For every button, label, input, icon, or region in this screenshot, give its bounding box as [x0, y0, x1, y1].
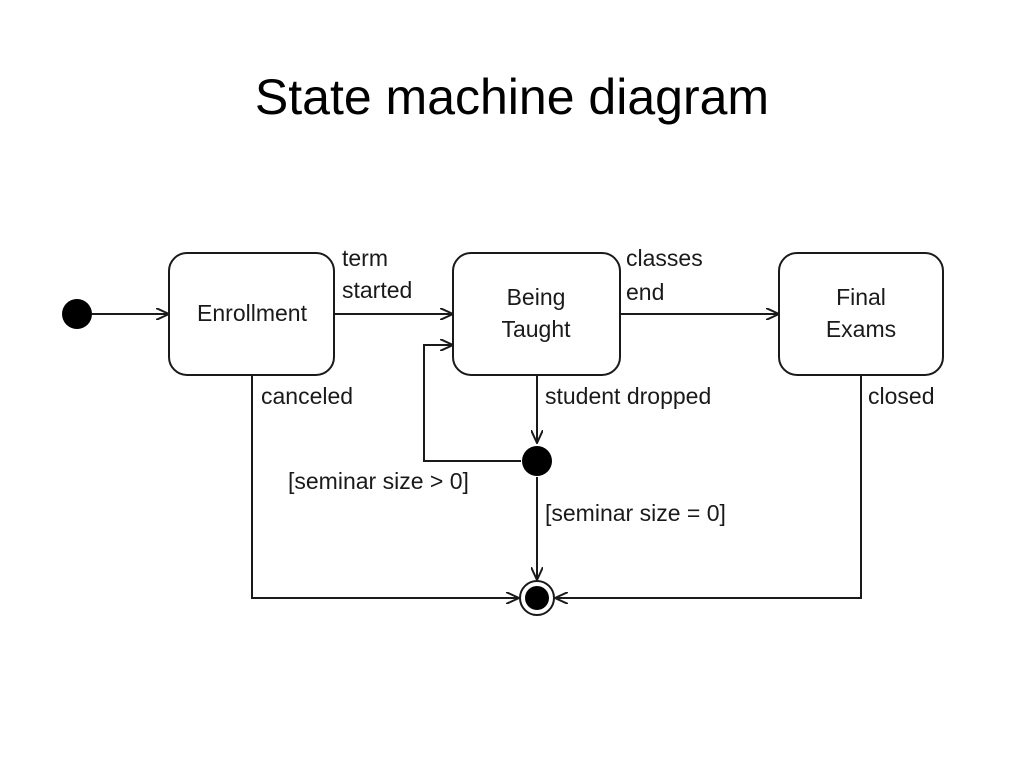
state-final-exams-label-line2: Exams	[826, 316, 896, 342]
label-canceled: canceled	[261, 383, 353, 409]
edge-closed	[555, 375, 862, 598]
state-being-taught-label-line1: Being	[507, 284, 566, 310]
state-final-exams-label-line1: Final	[836, 284, 886, 310]
label-classes-end-line1: classes	[626, 245, 703, 271]
label-guard-size-gt-zero: [seminar size > 0]	[288, 468, 469, 494]
label-guard-size-eq-zero: [seminar size = 0]	[545, 500, 726, 526]
edge-size-gt-zero-loop	[423, 345, 521, 462]
state-final-exams	[778, 252, 944, 376]
slide-title: State machine diagram	[254, 69, 770, 125]
label-student-dropped: student dropped	[545, 383, 711, 409]
state-enrollment	[168, 252, 335, 376]
label-term-started-line2: started	[342, 277, 412, 303]
final-state-node-core	[525, 586, 549, 610]
label-term-started-line1: term	[342, 245, 388, 271]
state-enrollment-label: Enrollment	[197, 300, 308, 326]
decision-node	[522, 446, 552, 476]
state-being-taught-label-line2: Taught	[501, 316, 571, 342]
state-being-taught	[452, 252, 621, 376]
label-closed: closed	[868, 383, 934, 409]
edge-canceled	[251, 375, 519, 598]
label-classes-end-line2: end	[626, 279, 664, 305]
initial-state-node	[62, 299, 92, 329]
